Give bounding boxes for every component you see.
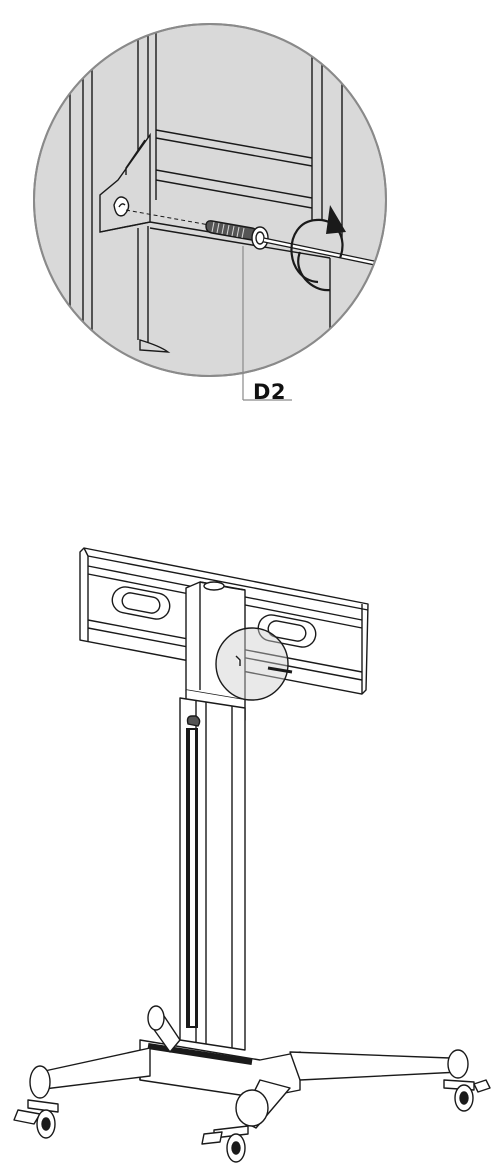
detail-lower-body <box>137 226 331 376</box>
stand-overview <box>13 547 491 1163</box>
part-label-d2: D2 <box>253 380 287 404</box>
column <box>179 697 246 1051</box>
caster-front-center <box>201 1125 249 1163</box>
caster-front-left <box>13 1099 59 1139</box>
detail-marker <box>215 627 289 701</box>
detail-magnifier <box>33 23 387 377</box>
caster-front-right <box>443 1079 491 1112</box>
part-leader-line <box>242 246 292 401</box>
detail-column <box>137 24 343 240</box>
clockwise-arrow-icon <box>290 205 346 292</box>
screw-icon <box>205 220 269 250</box>
base <box>29 1005 469 1129</box>
